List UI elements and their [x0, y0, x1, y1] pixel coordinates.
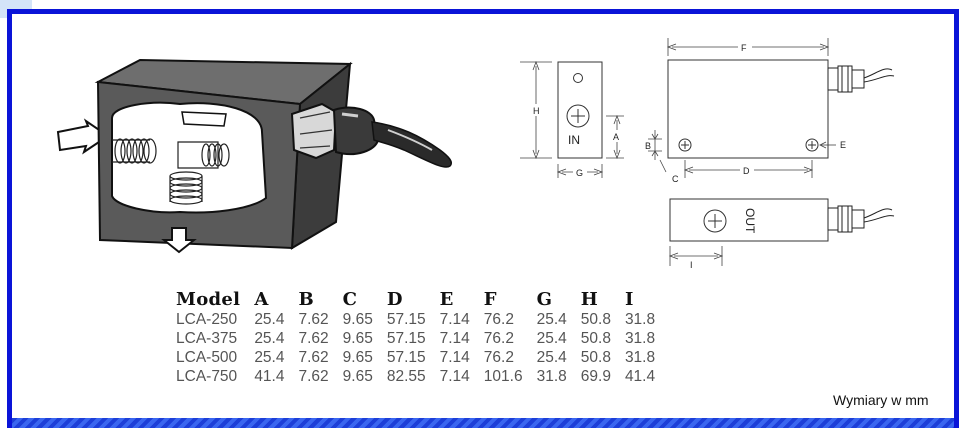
table-cell: 25.4: [536, 330, 567, 347]
table-cell: 31.8: [536, 368, 567, 385]
header-f: F: [483, 288, 497, 310]
header-g: G: [536, 288, 553, 310]
table-cell: LCA-500: [176, 349, 238, 366]
load-cell-cutaway-illustration: [56, 58, 452, 254]
table-cell: 7.14: [439, 349, 470, 366]
dim-label-b: B: [645, 141, 651, 151]
table-cell: LCA-375: [176, 330, 238, 347]
dim-label-g: G: [576, 168, 583, 178]
table-cell: 7.62: [298, 311, 329, 328]
dim-label-c: C: [672, 174, 679, 184]
table-cell: LCA-750: [176, 368, 238, 385]
table-cell: 31.8: [624, 349, 656, 366]
table-cell: 9.65: [342, 311, 373, 328]
side-view-drawing: OUT I: [668, 198, 895, 270]
table-row: LCA-250 25.4 7.62 9.65 57.15 7.14 76.2 2…: [176, 310, 669, 329]
table-row: LCA-375 25.4 7.62 9.65 57.15 7.14 76.2 2…: [176, 329, 669, 348]
table-cell: 25.4: [254, 349, 285, 366]
table-cell: 41.4: [624, 368, 656, 385]
dim-label-a: A: [613, 132, 619, 142]
header-c: C: [342, 288, 358, 310]
inlet-arrow-icon: [56, 118, 110, 155]
table-row: LCA-750 41.4 7.62 9.65 82.55 7.14 101.6 …: [176, 367, 669, 386]
table-cell: 7.62: [298, 349, 329, 366]
table-cell: 7.14: [439, 368, 470, 385]
top-view-connector: [827, 65, 895, 93]
top-view-drawing: F E B D C: [645, 38, 895, 184]
table-cell: 50.8: [580, 311, 611, 328]
table-cell: 57.15: [386, 330, 426, 347]
in-label: IN: [568, 133, 580, 147]
table-cell: 76.2: [483, 330, 514, 347]
table-cell: 7.14: [439, 330, 470, 347]
table-cell: 9.65: [342, 330, 373, 347]
header-a: A: [254, 288, 269, 310]
dim-label-h: H: [533, 106, 540, 116]
table-cell: 9.65: [342, 368, 373, 385]
table-cell: 76.2: [483, 349, 514, 366]
out-label: OUT: [743, 208, 757, 234]
table-cell: 31.8: [624, 311, 656, 328]
table-cell: 50.8: [580, 330, 611, 347]
header-d: D: [386, 288, 403, 310]
table-cell: 25.4: [254, 330, 285, 347]
front-view-drawing: IN H A G: [520, 60, 624, 178]
table-cell: 25.4: [536, 349, 567, 366]
table-cell: 69.9: [580, 368, 611, 385]
dim-label-e: E: [840, 140, 846, 150]
table-cell: 57.15: [386, 311, 426, 328]
header-h: H: [580, 288, 599, 310]
dim-label-d: D: [743, 166, 750, 176]
header-model: Model: [176, 288, 241, 310]
table-cell: 7.14: [439, 311, 470, 328]
table-cell: 82.55: [386, 368, 426, 385]
dim-label-f: F: [741, 43, 747, 53]
table-cell: 57.15: [386, 349, 426, 366]
frame-bottom-stripe: [12, 418, 954, 428]
table-header-row: Model A B C D E F G H I: [176, 288, 669, 310]
table-cell: 76.2: [483, 311, 514, 328]
dim-label-i: I: [690, 260, 693, 270]
table-cell: 31.8: [624, 330, 656, 347]
dimensions-table: Model A B C D E F G H I LCA-250 25.4 7.6…: [176, 288, 669, 386]
table-cell: 41.4: [254, 368, 285, 385]
side-view-connector: [827, 205, 895, 233]
table-cell: 7.62: [298, 330, 329, 347]
table-cell: 25.4: [536, 311, 567, 328]
table-cell: 50.8: [580, 349, 611, 366]
header-i: I: [624, 288, 634, 310]
outlet-arrow-icon: [161, 227, 197, 254]
header-e: E: [439, 288, 454, 310]
table-cell: 7.62: [298, 368, 329, 385]
table-row: LCA-500 25.4 7.62 9.65 57.15 7.14 76.2 2…: [176, 348, 669, 367]
table-cell: LCA-250: [176, 311, 238, 328]
table-cell: 101.6: [483, 368, 523, 385]
cable: [371, 121, 452, 168]
table-cell: 9.65: [342, 349, 373, 366]
table-cell: 25.4: [254, 311, 285, 328]
units-note: Wymiary w mm: [833, 392, 929, 408]
header-b: B: [298, 288, 314, 310]
